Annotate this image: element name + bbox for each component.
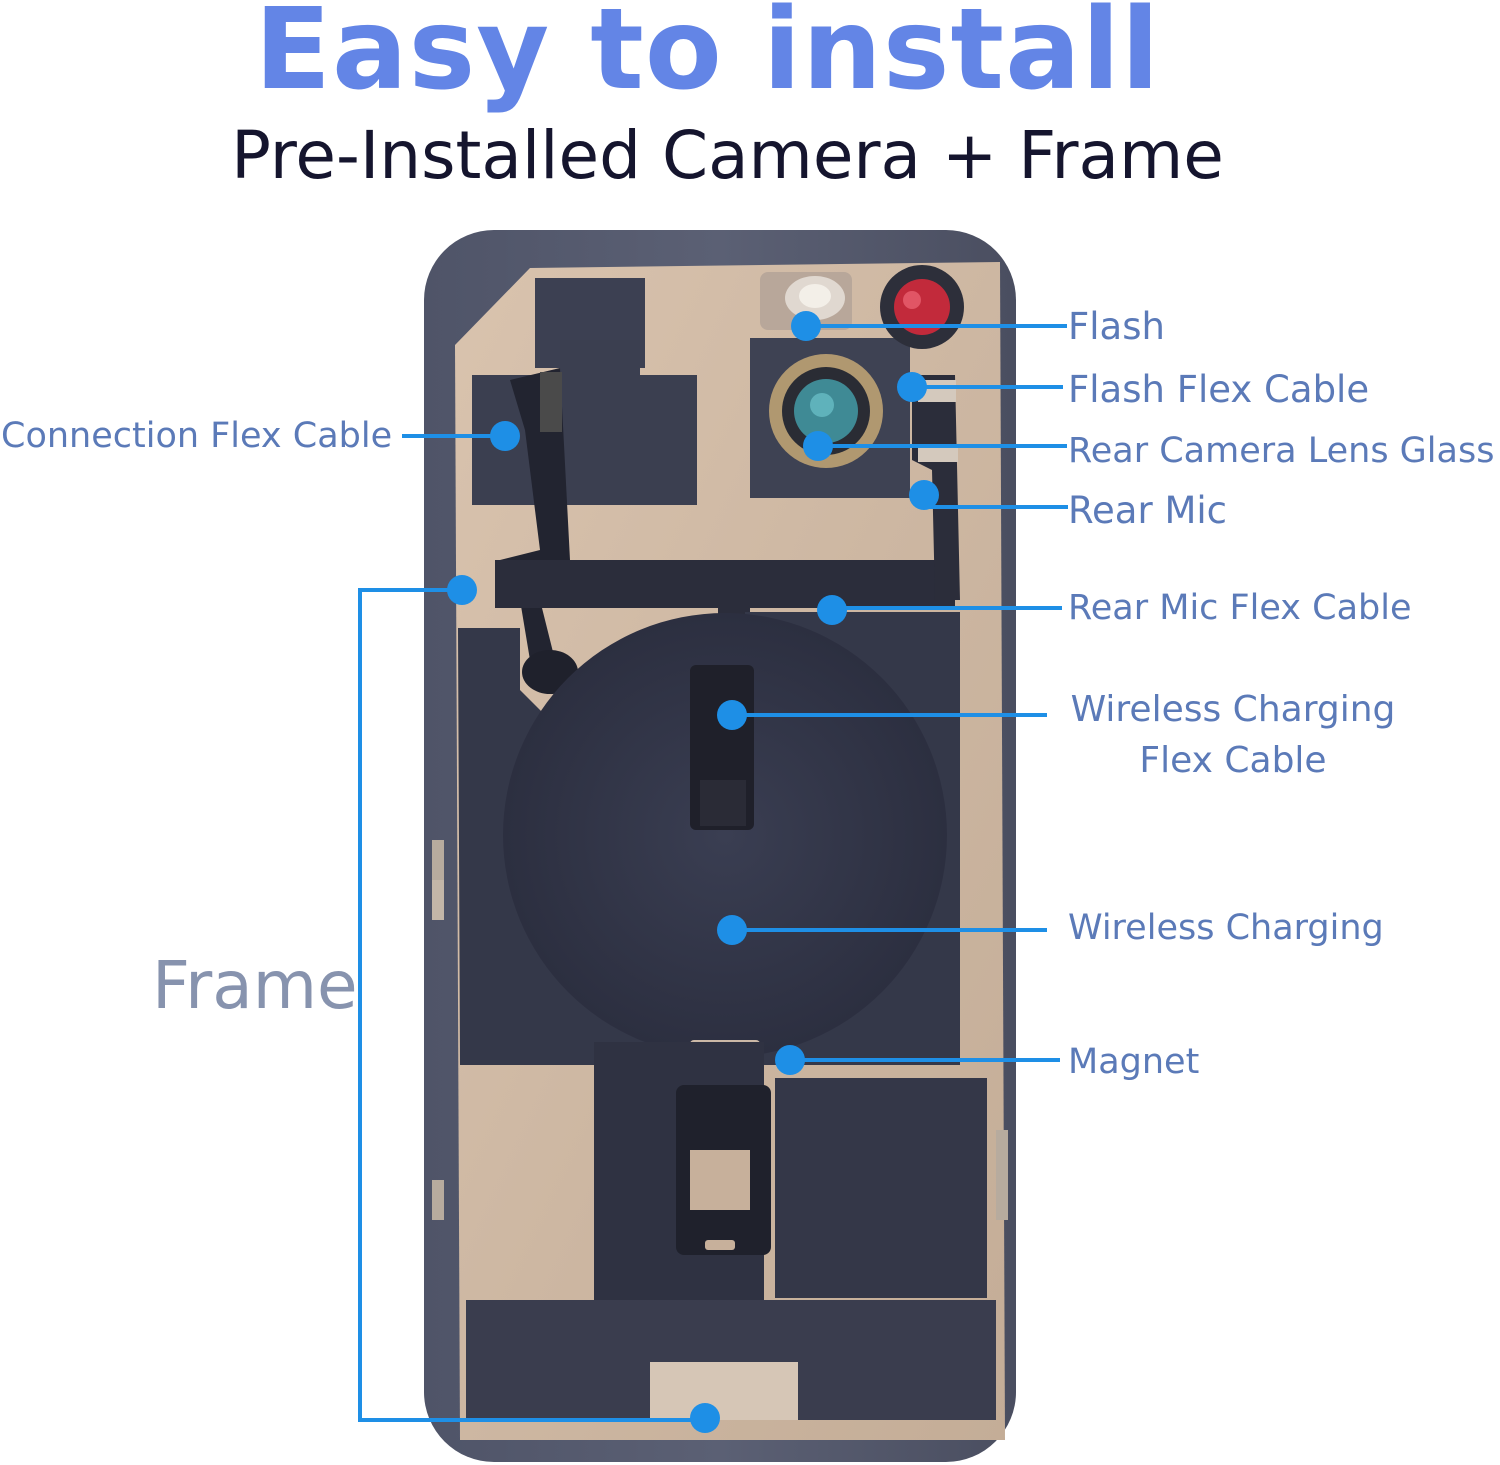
label-wireless-charging-flex-cable-line1: Wireless Charging [1070, 689, 1396, 730]
label-rear-camera-lens-glass: Rear Camera Lens Glass [1068, 431, 1495, 471]
label-frame: Frame [152, 947, 358, 1024]
label-flash-flex-cable: Flash Flex Cable [1068, 368, 1370, 411]
label-flash: Flash [1068, 305, 1165, 348]
bottom-connector [650, 1362, 798, 1420]
label-wireless-charging: Wireless Charging [1068, 908, 1384, 948]
label-rear-mic: Rear Mic [1068, 489, 1228, 532]
page-subtitle: Pre-Installed Camera + Frame [231, 117, 1224, 194]
page-title: Easy to install [254, 0, 1161, 115]
connection-flex-cable-shape [495, 368, 570, 690]
label-magnet: Magnet [1068, 1042, 1200, 1082]
label-rear-mic-flex-cable: Rear Mic Flex Cable [1068, 588, 1412, 628]
label-wireless-charging-flex-cable: Wireless Charging Flex Cable [1058, 692, 1408, 794]
label-connection-flex-cable: Connection Flex Cable [1, 416, 393, 456]
label-wireless-charging-flex-cable-line2: Flex Cable [1139, 740, 1327, 781]
lower-right-pad [775, 1078, 987, 1298]
wireless-charging-coil [503, 613, 947, 1057]
